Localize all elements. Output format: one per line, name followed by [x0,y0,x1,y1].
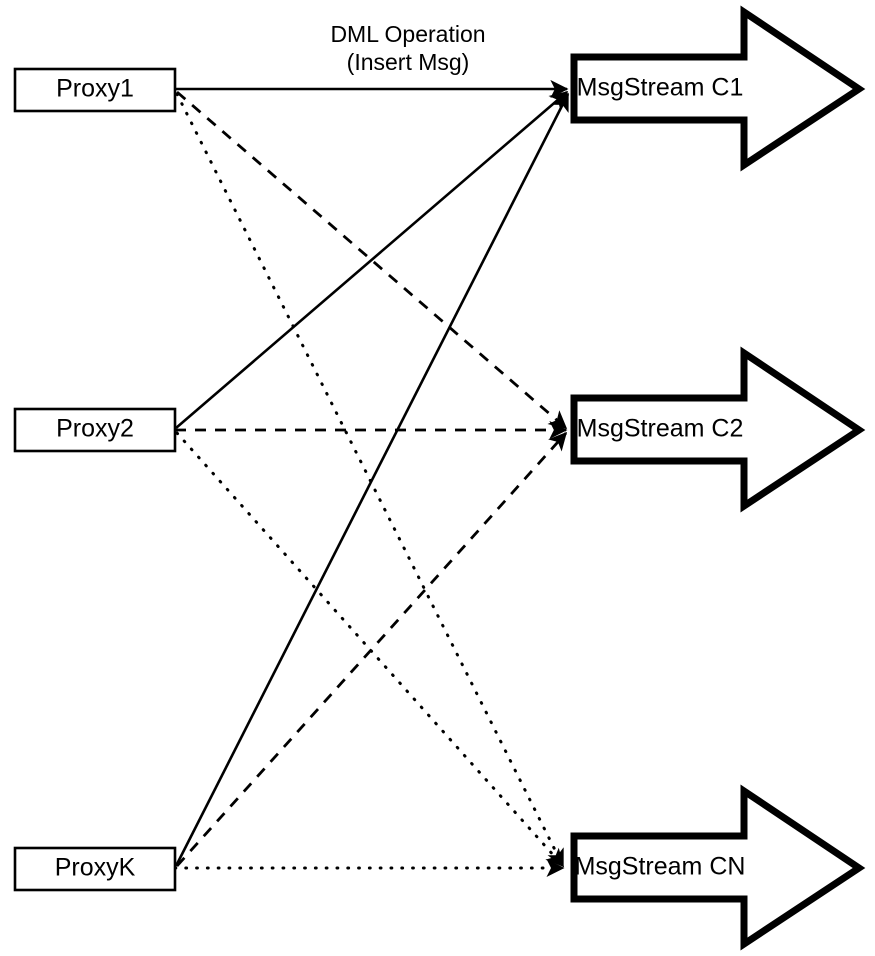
stream-label-c2: MsgStream C2 [577,415,744,443]
proxy-node-proxy2[interactable]: Proxy2 [13,407,177,453]
edge-label-line2: (Insert Msg) [347,49,470,75]
stream-node-stream-c2[interactable]: MsgStream C2 [570,346,866,513]
proxy-label-proxy1: Proxy1 [56,75,134,103]
proxy-label-proxyk: ProxyK [55,854,136,882]
stream-label-c1: MsgStream C1 [577,74,744,102]
stream-label-cn: MsgStream CN [575,853,746,881]
edge-label-dml-operation: DML Operation (Insert Msg) [330,21,485,75]
stream-arrow-shape-c2[interactable] [570,346,866,513]
connection-proxy2-stream-c1 [175,91,569,429]
connection-proxy1-stream-c2 [176,90,568,430]
stream-arrow-shape-c1[interactable] [570,5,866,172]
connection-proxy2-stream-cn [175,431,565,868]
stream-arrow-shape-cn[interactable] [570,784,866,951]
proxy-box-proxy2[interactable] [13,407,177,453]
proxy-node-proxy1[interactable]: Proxy1 [13,67,177,113]
proxy-label-proxy2: Proxy2 [56,415,134,443]
edge-label-line1: DML Operation [330,21,485,47]
connection-layer [173,79,570,877]
stream-node-stream-cn[interactable]: MsgStream CN [570,784,866,951]
proxy-box-proxyk[interactable] [13,846,177,892]
proxy-box-proxy1[interactable] [13,67,177,113]
connection-proxyk-stream-c1 [174,92,570,867]
proxy-node-proxyk[interactable]: ProxyK [13,846,177,892]
connection-proxyk-stream-c2 [175,431,568,867]
connection-proxy1-stream-cn [175,92,565,868]
stream-node-stream-c1[interactable]: MsgStream C1 [570,5,866,172]
